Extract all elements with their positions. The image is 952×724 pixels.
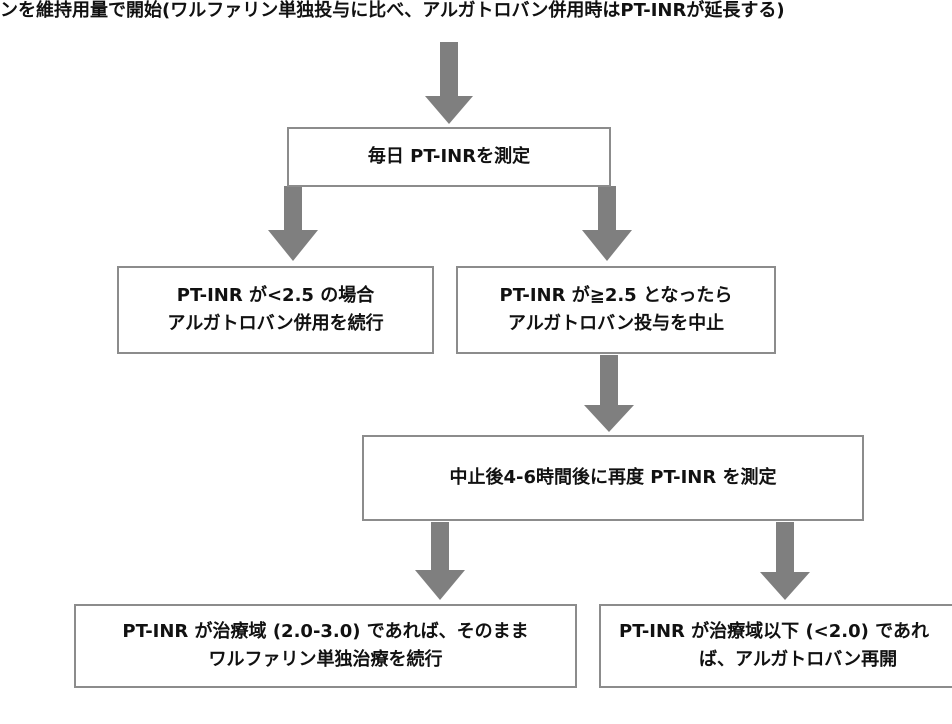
arrow-remeasure-to-therapeutic: [415, 522, 465, 600]
remeasure-box: 中止後4-6時間後に再度 PT-INR を測定: [362, 435, 864, 521]
arrow-daily-to-above: [582, 186, 632, 261]
subtherapeutic-line2: ば、アルガトロバン再開: [699, 649, 898, 670]
remeasure-text: 中止後4-6時間後に再度 PT-INR を測定: [449, 467, 777, 488]
below-threshold-box: PT-INR が<2.5 の場合 アルガトロバン併用を続行: [117, 266, 434, 354]
subtherapeutic-box: PT-INR が治療域以下 (<2.0) であれ ば、アルガトロバン再開: [599, 604, 952, 688]
arrow-daily-to-below: [268, 186, 318, 261]
above-threshold-line1: PT-INR が≧2.5 となったら: [499, 285, 733, 306]
therapeutic-range-line2: ワルファリン単独治療を続行: [208, 649, 443, 670]
therapeutic-range-box: PT-INR が治療域 (2.0-3.0) であれば、そのまま ワルファリン単独…: [74, 604, 577, 688]
measure-daily-box: 毎日 PT-INRを測定: [287, 127, 611, 187]
below-threshold-line1: PT-INR が<2.5 の場合: [176, 285, 375, 306]
header-banner-text: ンを維持用量で開始(ワルファリン単独投与に比べ、アルガトロバン併用時はPT-IN…: [0, 0, 785, 21]
arrow-remeasure-to-subtherapeutic: [760, 522, 810, 600]
measure-daily-text: 毎日 PT-INRを測定: [367, 146, 531, 167]
above-threshold-box: PT-INR が≧2.5 となったら アルガトロバン投与を中止: [456, 266, 776, 354]
below-threshold-line2: アルガトロバン併用を続行: [167, 313, 384, 334]
arrow-above-to-remeasure: [584, 355, 634, 432]
arrow-header-to-daily: [425, 42, 473, 124]
subtherapeutic-line1: PT-INR が治療域以下 (<2.0) であれ: [619, 621, 929, 642]
above-threshold-line2: アルガトロバン投与を中止: [507, 313, 725, 334]
therapeutic-range-line1: PT-INR が治療域 (2.0-3.0) であれば、そのまま: [122, 621, 529, 642]
